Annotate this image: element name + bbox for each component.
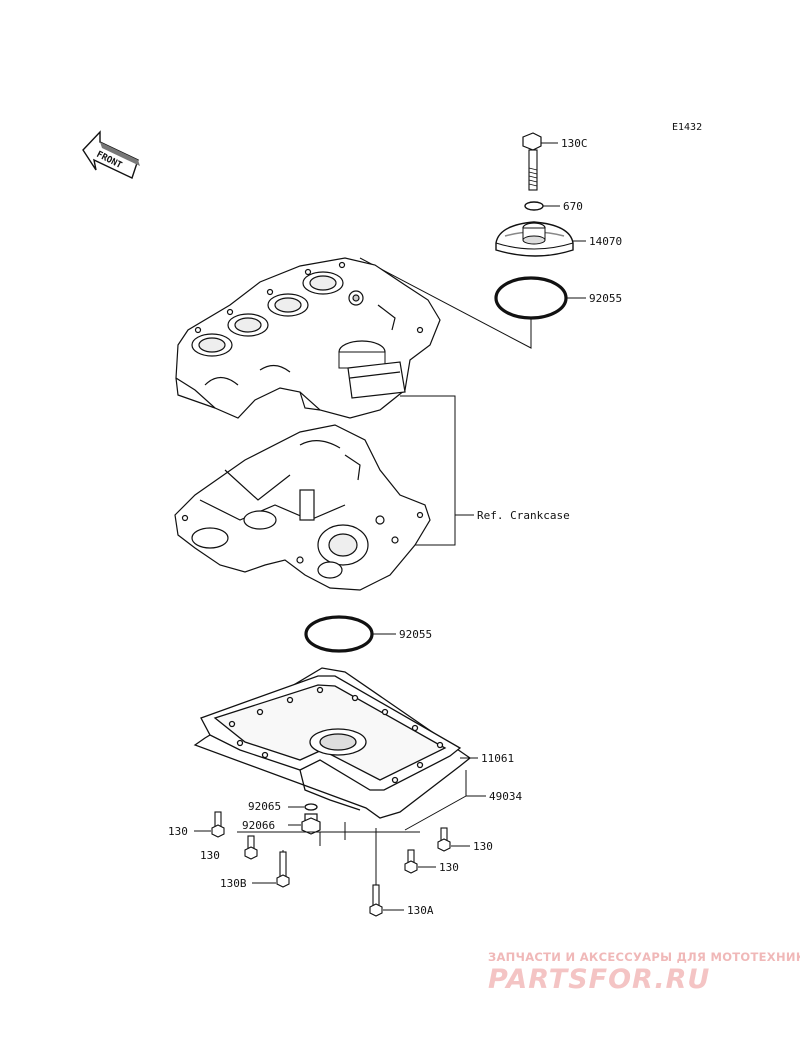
bolt-130-right-a: [437, 827, 451, 852]
drain-plug-92066: [301, 813, 321, 835]
label-11061: 11061: [481, 752, 514, 765]
label-130a: 130A: [407, 904, 434, 917]
o-ring-670: [524, 201, 544, 211]
watermark-logo: PARTSFOR.RU: [488, 964, 711, 995]
bolt-130-right-b: [404, 849, 418, 874]
cover-14070: [495, 221, 586, 257]
bolt-130-left-b: [244, 835, 258, 860]
diagram-code: E1432: [672, 122, 702, 133]
upper-crankcase: [175, 257, 441, 419]
label-92055-lower: 92055: [399, 628, 432, 641]
oil-pan-11061: [193, 667, 478, 819]
o-ring-92055-upper: [494, 276, 568, 320]
label-92055-upper: 92055: [589, 292, 622, 305]
label-92065: 92065: [248, 800, 281, 813]
label-130-left-b: 130: [200, 849, 220, 862]
label-130-right-a: 130: [473, 840, 493, 853]
ref-crankcase-label: Ref. Crankcase: [477, 509, 570, 522]
label-130-right-b: 130: [439, 861, 459, 874]
label-92066: 92066: [242, 819, 275, 832]
label-130b: 130B: [220, 877, 247, 890]
lower-crankcase: [174, 424, 431, 591]
label-130-left-a: 130: [168, 825, 188, 838]
label-670: 670: [563, 200, 583, 213]
label-130c: 130C: [561, 137, 588, 150]
front-arrow-icon: FRONT: [82, 130, 140, 179]
o-ring-92055-lower: [304, 615, 374, 653]
watermark-tagline: ЗАПЧАСТИ И АКСЕССУАРЫ ДЛЯ МОТОТЕХНИКИ: [488, 950, 800, 964]
bolt-130a: [369, 884, 383, 917]
bolt-130-left-a: [211, 811, 225, 838]
washer-92065: [304, 803, 318, 811]
label-14070: 14070: [589, 235, 622, 248]
bolt-130b: [276, 851, 290, 888]
guide-lines: [237, 822, 420, 890]
label-49034: 49034: [489, 790, 522, 803]
bolt-130c: [522, 132, 558, 191]
